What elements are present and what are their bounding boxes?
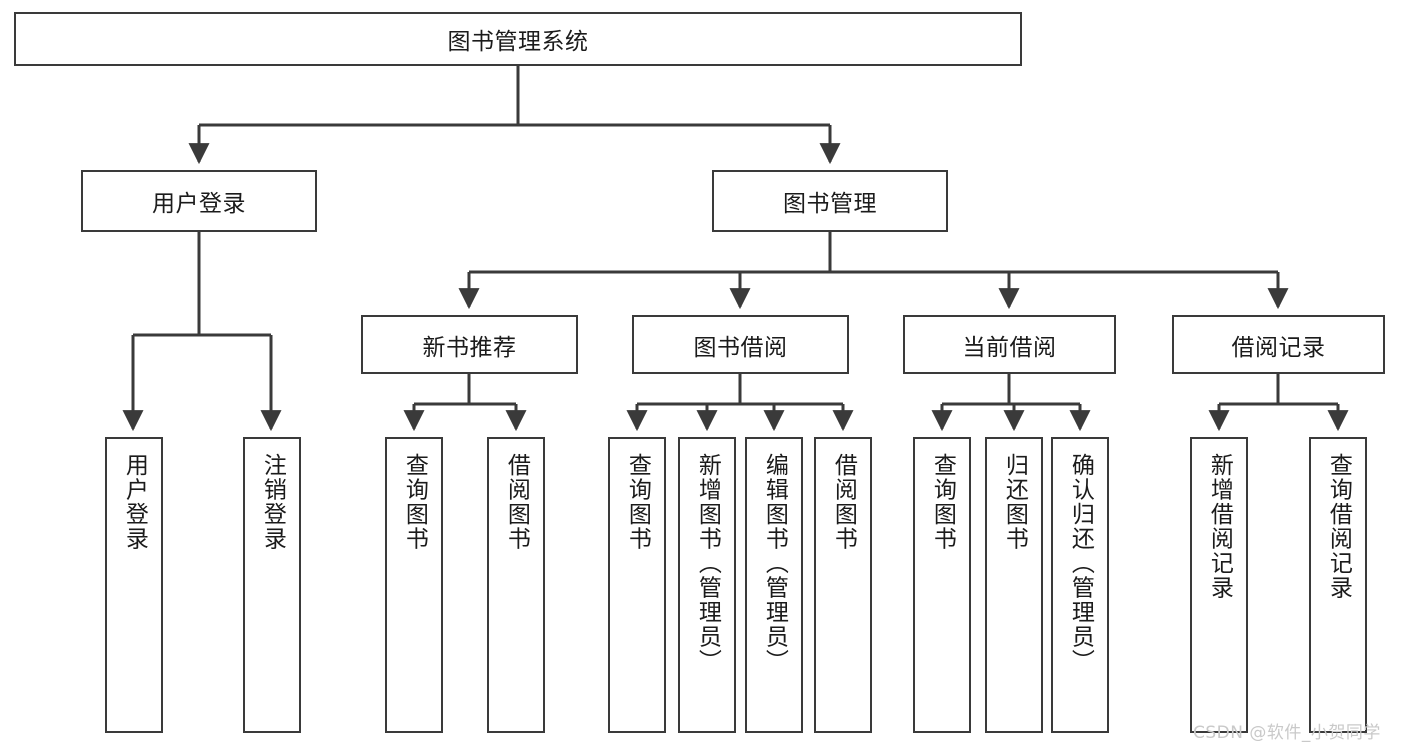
csdn-watermark: CSDN @软件_小贺同学 [1193,723,1381,743]
leaf-query-book-borrow-label: 查询图书 [624,453,651,551]
leaf-query-book-current-label: 查询图书 [929,453,956,551]
leaf-query-book-recommend-label: 查询图书 [401,453,428,551]
leaf-query-borrow-record-label: 查询借阅记录 [1325,453,1352,600]
leaf-query-book-current[interactable]: 查询图书 [913,437,971,733]
node-current-borrow-label: 当前借阅 [962,334,1057,361]
leaf-return-book[interactable]: 归还图书 [985,437,1043,733]
node-current-borrow[interactable]: 当前借阅 [903,315,1116,374]
leaf-edit-book-admin[interactable]: 编辑图书（管理员） [745,437,803,733]
leaf-logout-label: 注销登录 [259,453,286,551]
leaf-logout[interactable]: 注销登录 [243,437,301,733]
leaf-add-book-admin[interactable]: 新增图书（管理员） [678,437,736,733]
leaf-return-book-label: 归还图书 [1001,453,1028,551]
node-book-borrow-label: 图书借阅 [693,334,788,361]
leaf-query-borrow-record[interactable]: 查询借阅记录 [1309,437,1367,733]
node-borrow-records[interactable]: 借阅记录 [1172,315,1385,374]
leaf-add-book-admin-label: 新增图书（管理员） [694,453,721,674]
node-new-book-recommend[interactable]: 新书推荐 [361,315,578,374]
node-new-book-recommend-label: 新书推荐 [422,334,517,361]
node-borrow-records-label: 借阅记录 [1231,334,1326,361]
node-book-management-label: 图书管理 [783,191,877,217]
leaf-borrow-book-recommend[interactable]: 借阅图书 [487,437,545,733]
node-user-login[interactable]: 用户登录 [81,170,317,232]
leaf-query-book-recommend[interactable]: 查询图书 [385,437,443,733]
leaf-user-login-label: 用户登录 [121,453,148,551]
leaf-confirm-return-admin[interactable]: 确认归还（管理员） [1051,437,1109,733]
node-book-borrow[interactable]: 图书借阅 [632,315,849,374]
leaf-add-borrow-record-label: 新增借阅记录 [1206,453,1233,600]
leaf-confirm-return-admin-label: 确认归还（管理员） [1067,453,1094,674]
leaf-borrow-book-borrow[interactable]: 借阅图书 [814,437,872,733]
node-root[interactable]: 图书管理系统 [14,12,1022,66]
leaf-borrow-book-recommend-label: 借阅图书 [503,453,530,551]
leaf-edit-book-admin-label: 编辑图书（管理员） [761,453,788,674]
leaf-query-book-borrow[interactable]: 查询图书 [608,437,666,733]
leaf-add-borrow-record[interactable]: 新增借阅记录 [1190,437,1248,733]
node-user-login-label: 用户登录 [152,191,246,217]
node-root-label: 图书管理系统 [447,29,589,55]
leaf-user-login[interactable]: 用户登录 [105,437,163,733]
leaf-borrow-book-borrow-label: 借阅图书 [830,453,857,551]
node-book-management[interactable]: 图书管理 [712,170,948,232]
